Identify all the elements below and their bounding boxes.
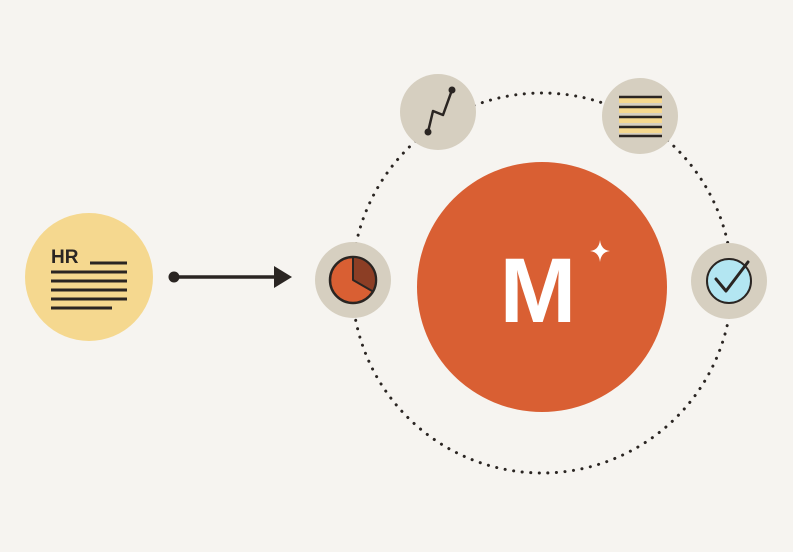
center-node: M <box>417 162 667 412</box>
center-circle <box>417 162 667 412</box>
center-label: M <box>500 240 577 342</box>
checkmark-icon <box>706 258 752 304</box>
line-graph-node <box>400 74 476 150</box>
check-node <box>691 243 767 319</box>
arrow-right-icon <box>168 266 292 288</box>
line-graph-icon <box>424 86 456 136</box>
pie-chart-node <box>315 242 391 318</box>
hr-document-node: HR <box>25 213 153 341</box>
pie-chart-icon <box>328 255 378 305</box>
document-lines-icon: HR <box>51 247 127 310</box>
list-lines-icon <box>619 95 662 138</box>
hr-label: HR <box>51 247 79 268</box>
list-node <box>602 78 678 154</box>
hr-document-circle <box>25 213 153 341</box>
sparkle-icon <box>590 240 610 262</box>
